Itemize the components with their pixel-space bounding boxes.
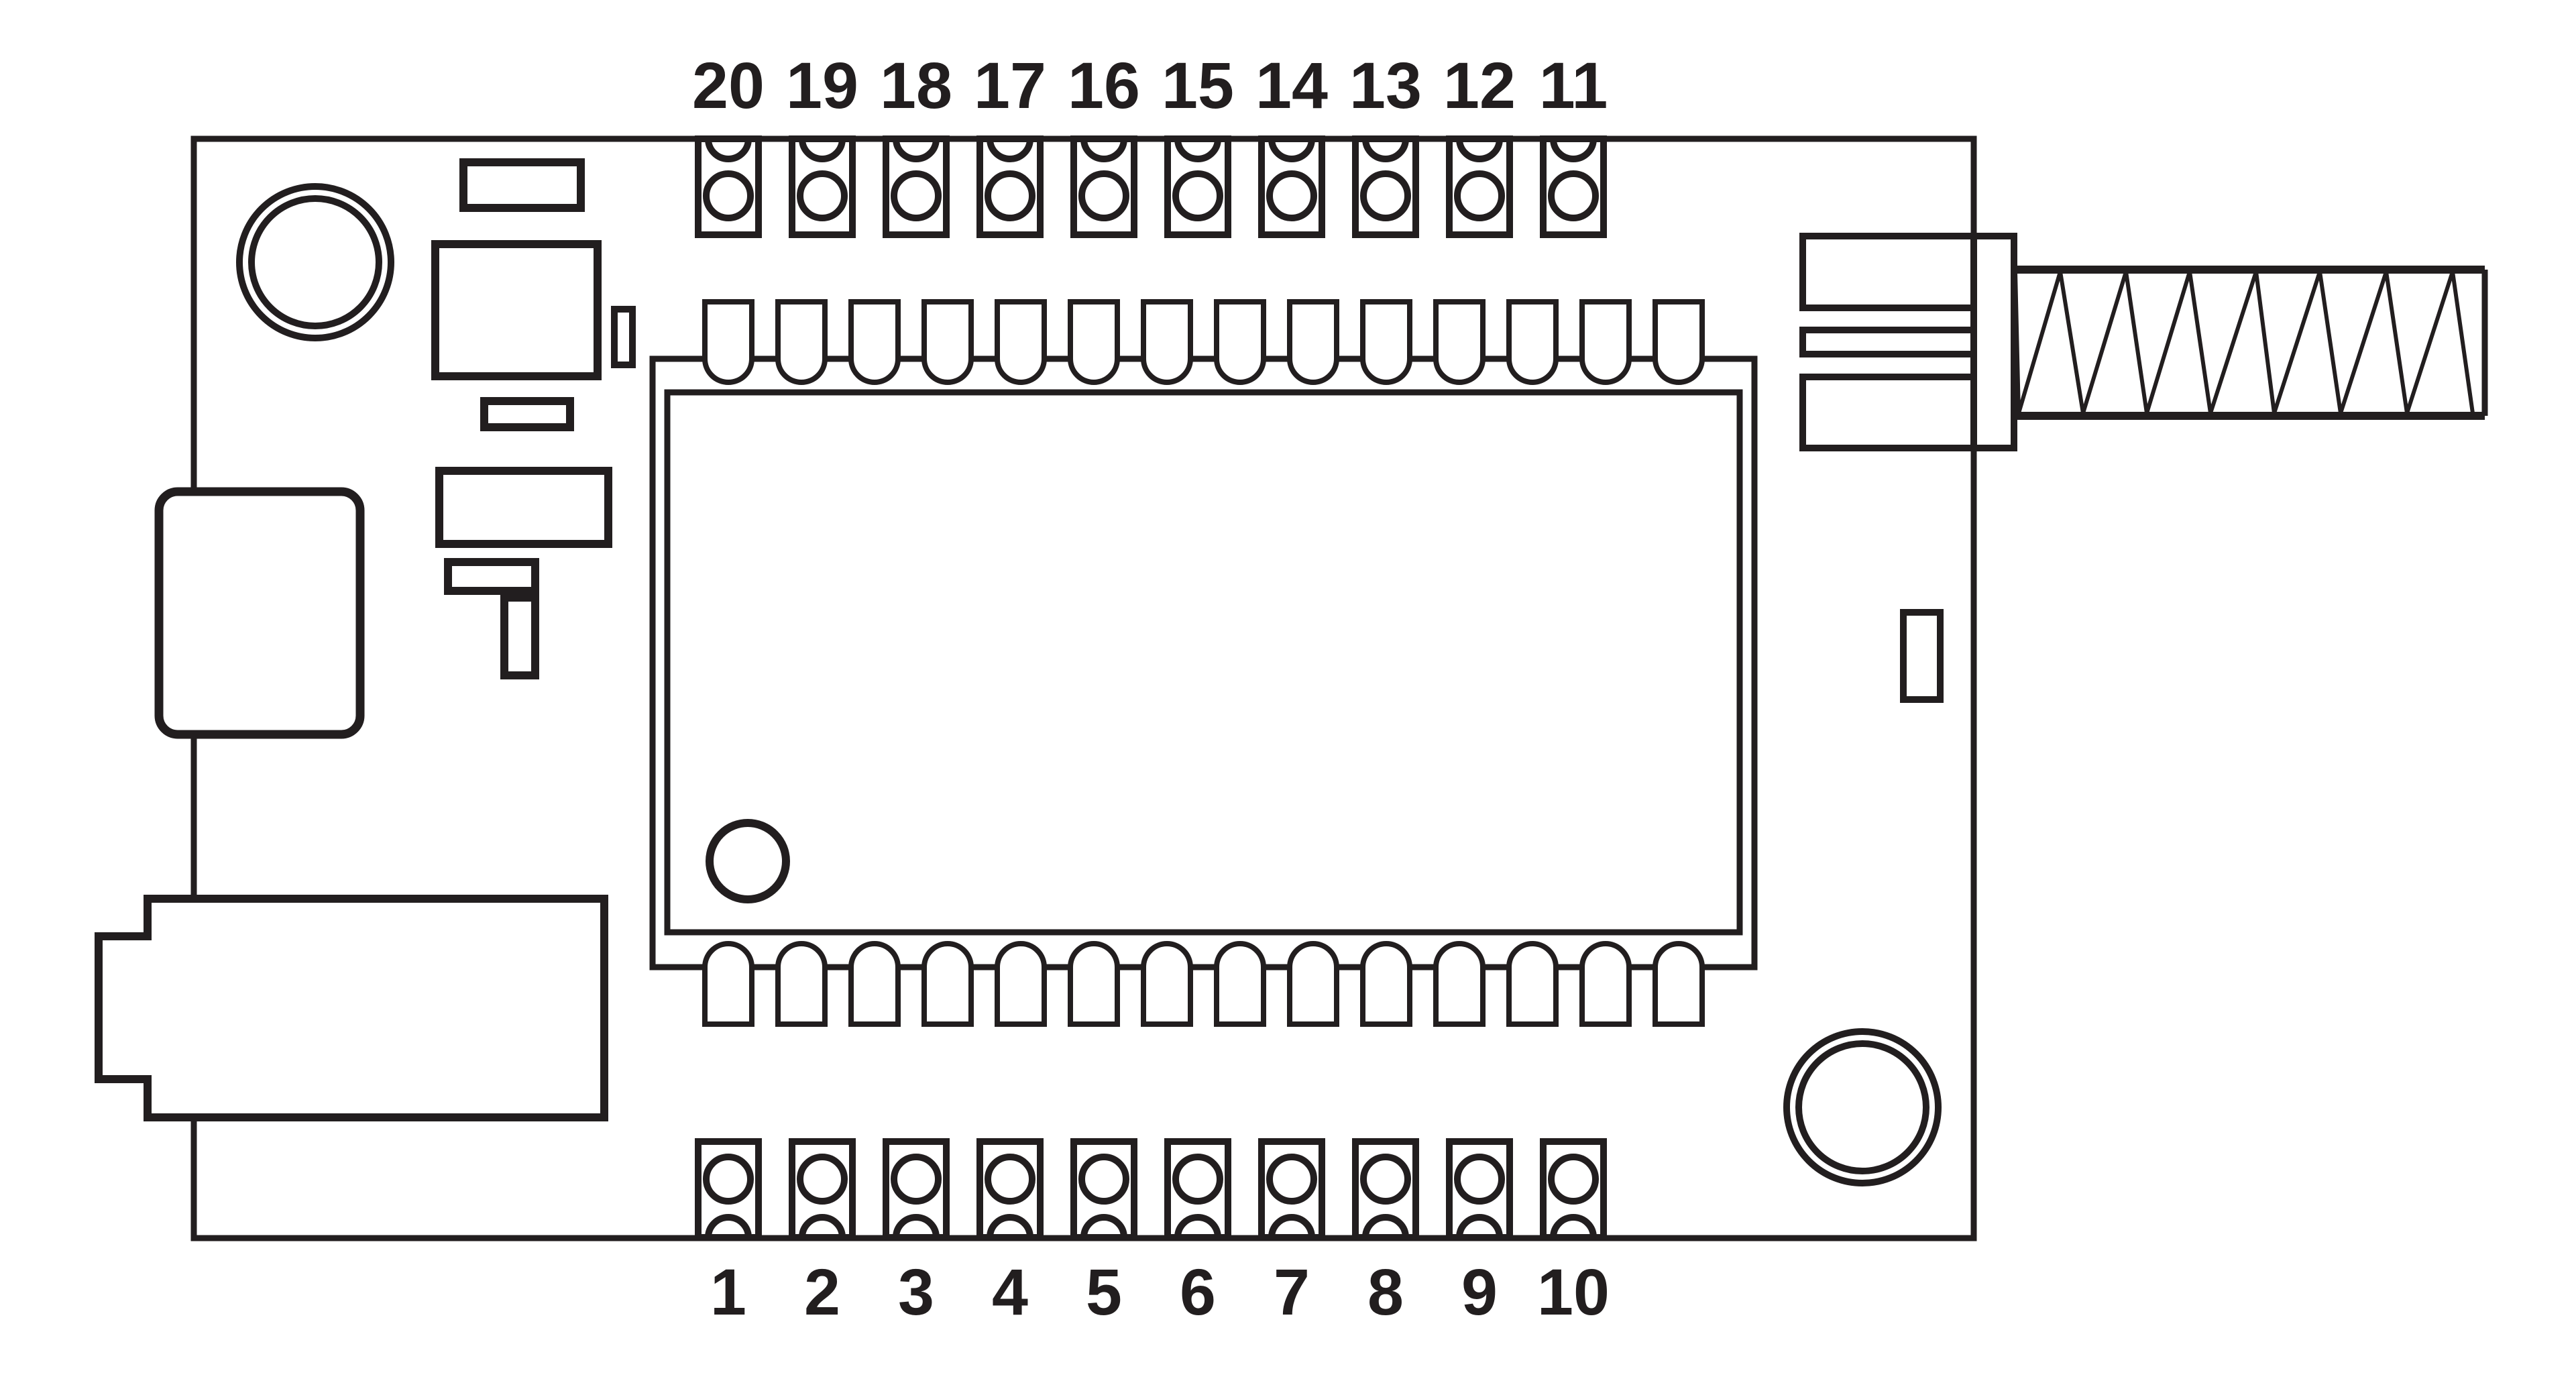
rf-module-icon xyxy=(649,302,1758,1024)
pin-label-top-7: 14 xyxy=(1255,49,1328,122)
mounting-hole-icon-top-left xyxy=(236,183,394,341)
pin-label-bottom-7: 7 xyxy=(1274,1256,1310,1329)
component-square xyxy=(431,240,602,380)
pin-label-top-6: 15 xyxy=(1162,49,1234,122)
component-bar-2 xyxy=(444,558,539,595)
pin1-dot-icon xyxy=(706,819,790,903)
pin-label-bottom-10: 10 xyxy=(1537,1256,1610,1329)
antenna-flange-bottom xyxy=(1799,374,1977,451)
antenna-coil-icon xyxy=(2013,266,2488,420)
usb-connector-icon xyxy=(154,487,365,739)
audio-jack-icon xyxy=(95,895,608,1121)
pin-label-top-8: 13 xyxy=(1349,49,1422,122)
mounting-hole-icon-bottom-right xyxy=(1783,1028,1942,1186)
pin-label-top-1: 20 xyxy=(692,49,765,122)
pin-label-top-4: 17 xyxy=(974,49,1046,122)
pin-label-top-9: 12 xyxy=(1443,49,1516,122)
pin-label-bottom-8: 8 xyxy=(1367,1256,1404,1329)
pin-label-bottom-2: 2 xyxy=(804,1256,840,1329)
coil-zigzag xyxy=(2013,271,2475,414)
component-small-vertical-rect-2 xyxy=(500,594,539,679)
component-right-small-rect xyxy=(1900,609,1944,703)
pin-label-top-2: 19 xyxy=(786,49,858,122)
antenna-barrel xyxy=(1970,233,2017,451)
component-small-vertical-rect-1 xyxy=(611,306,636,368)
antenna-flange-middle xyxy=(1799,327,1977,357)
pin-label-top-5: 16 xyxy=(1068,49,1140,122)
pin-label-top-3: 18 xyxy=(880,49,952,122)
component-bar-1 xyxy=(480,397,574,431)
component-wide-rect xyxy=(435,467,612,548)
pin-label-top-10: 11 xyxy=(1539,49,1608,122)
pin-label-bottom-3: 3 xyxy=(898,1256,934,1329)
module-body xyxy=(664,389,1743,936)
component-top-rect xyxy=(459,158,585,212)
bottom-pin-labels: 1 2 3 4 5 6 7 8 9 10 xyxy=(710,1256,1610,1329)
antenna-flange-top xyxy=(1799,233,1977,311)
pin-label-bottom-5: 5 xyxy=(1086,1256,1122,1329)
antenna-connector xyxy=(1799,233,2017,451)
pin-label-bottom-6: 6 xyxy=(1180,1256,1216,1329)
pin-label-bottom-1: 1 xyxy=(710,1256,746,1329)
pin-label-bottom-4: 4 xyxy=(992,1256,1028,1329)
pin-label-bottom-9: 9 xyxy=(1461,1256,1498,1329)
top-pin-labels: 20 19 18 17 16 15 14 13 12 11 xyxy=(692,49,1608,122)
